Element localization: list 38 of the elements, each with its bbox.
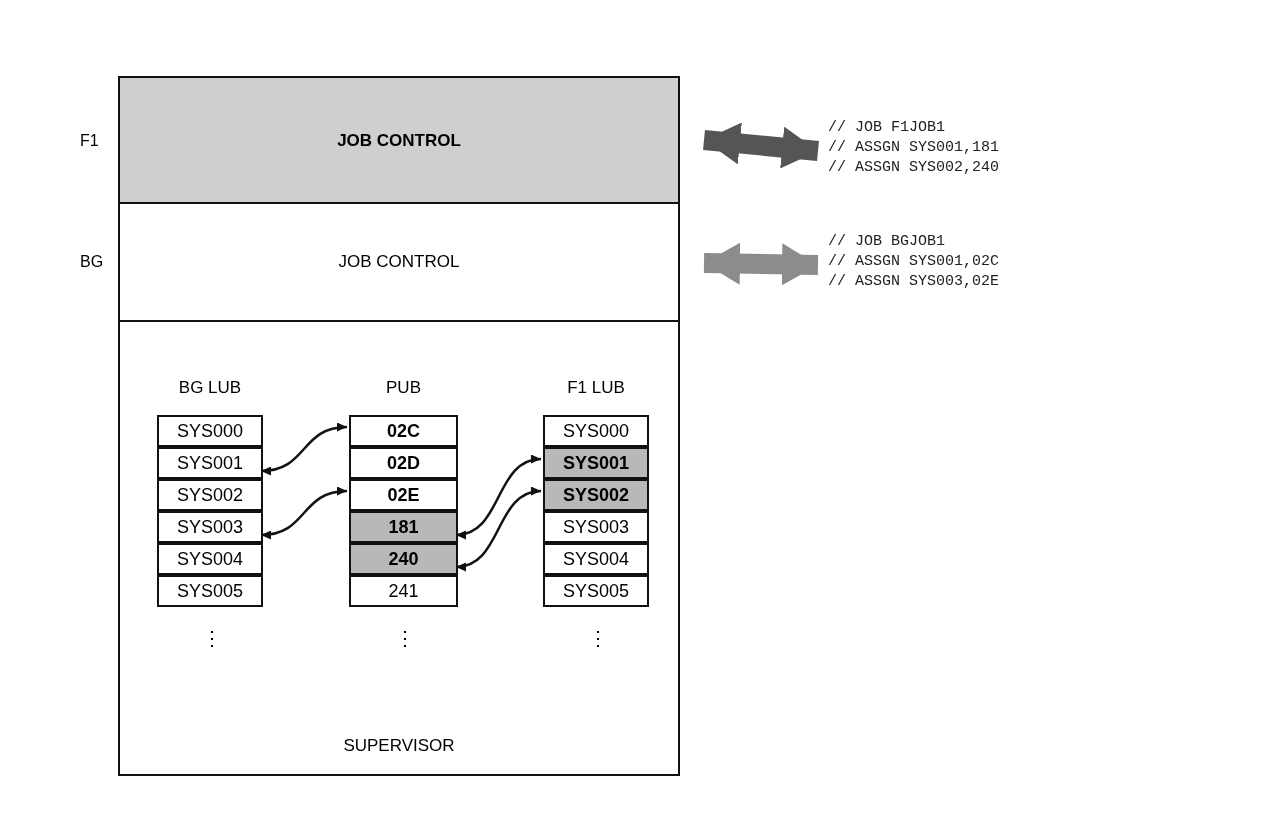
code-line: // ASSGN SYS001,02C (828, 252, 1001, 272)
table-heading: F1 LUB (566, 378, 626, 398)
table-row: SYS003 (543, 511, 649, 543)
table-heading: PUB (385, 378, 422, 398)
table-row: SYS003 (157, 511, 263, 543)
code-line: // ASSGN SYS002,240 (828, 158, 1001, 178)
partition-name: F1 (80, 132, 99, 150)
table-row: SYS001 (543, 447, 649, 479)
partition-label: SUPERVISOR (342, 736, 456, 756)
code-line: // JOB BGJOB1 (828, 232, 947, 252)
memory-partition (118, 322, 680, 776)
table-row: SYS004 (543, 543, 649, 575)
partition-name: BG (80, 253, 104, 271)
table-row: SYS002 (157, 479, 263, 511)
code-line: // ASSGN SYS003,02E (828, 272, 1001, 292)
ellipsis: ⋮ (395, 626, 415, 650)
table-row: 240 (349, 543, 458, 575)
table-row: SYS000 (543, 415, 649, 447)
code-line: // ASSGN SYS001,181 (828, 138, 1001, 158)
table-row: SYS005 (543, 575, 649, 607)
partition-label: JOB CONTROL (336, 131, 462, 151)
table-row: 241 (349, 575, 458, 607)
table-row: 02E (349, 479, 458, 511)
double-arrow (703, 122, 819, 169)
table-row: SYS001 (157, 447, 263, 479)
table-heading: BG LUB (177, 378, 243, 398)
ellipsis: ⋮ (588, 626, 608, 650)
double-arrow (703, 242, 819, 286)
table-row: SYS005 (157, 575, 263, 607)
code-line: // JOB F1JOB1 (828, 118, 947, 138)
table-row: 181 (349, 511, 458, 543)
table-row: 02D (349, 447, 458, 479)
table-row: SYS004 (157, 543, 263, 575)
table-row: SYS002 (543, 479, 649, 511)
table-row: 02C (349, 415, 458, 447)
ellipsis: ⋮ (202, 626, 222, 650)
table-row: SYS000 (157, 415, 263, 447)
partition-label: JOB CONTROL (337, 252, 461, 272)
